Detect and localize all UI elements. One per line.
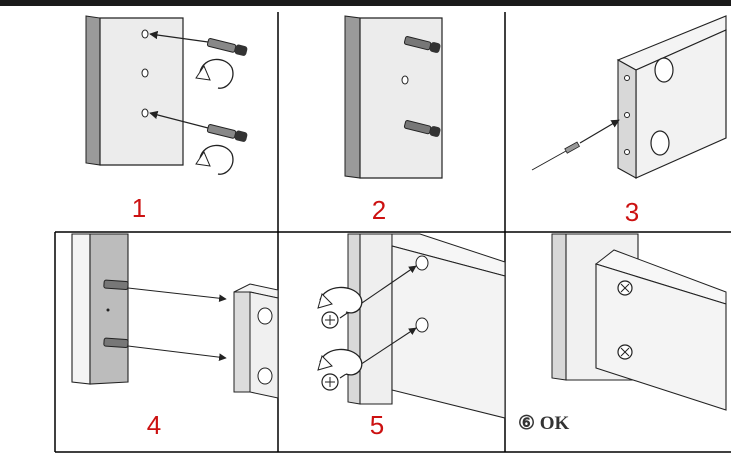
panel-3-illustration [531, 15, 727, 179]
top-edge-strip [0, 0, 731, 6]
step-number-2: 2 [371, 195, 387, 225]
panel-1-illustration [85, 15, 248, 175]
panel-5-illustration [317, 233, 506, 419]
panel-4-illustration [71, 233, 279, 399]
step-number-5: 5 [369, 410, 385, 440]
panel-6-illustration [551, 233, 727, 411]
step-number-1: 1 [131, 193, 147, 223]
step-number-4: 4 [146, 410, 162, 440]
panel-2-illustration [344, 15, 443, 179]
step-number-3: 3 [624, 197, 640, 227]
step-6-ok-label: ⑥ OK [518, 413, 570, 434]
